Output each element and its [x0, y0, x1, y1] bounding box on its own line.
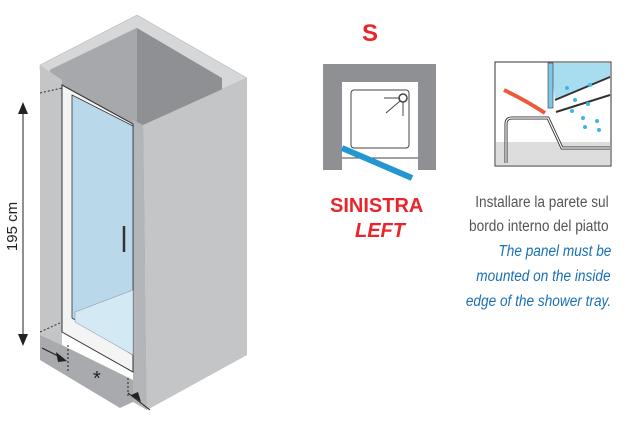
orientation-label-en: LEFT [355, 220, 405, 242]
width-marker: * [93, 368, 101, 390]
right-pillar-front [133, 120, 147, 410]
right-pillar-side [143, 78, 247, 410]
instruction-it-line: Installare la parete sul [475, 194, 609, 211]
instruction-en-line: edge of the shower tray. [465, 293, 611, 310]
left-wall-front [40, 65, 62, 345]
enclosure-3d [18, 14, 248, 411]
floor [40, 335, 133, 408]
orientation-label-it: SINISTRA [330, 195, 424, 217]
instruction-en-line: mounted on the inside [476, 268, 611, 285]
instruction-it-line: bordo interno del piatto [469, 218, 609, 235]
shower-tray [74, 289, 134, 356]
plan-view [323, 64, 436, 181]
orientation-code: S [362, 20, 379, 47]
detail-view [494, 61, 612, 167]
door-panel-plan [340, 145, 414, 181]
instruction-en-line: The panel must be [498, 243, 611, 260]
height-dimension-label: 195 cm [4, 201, 22, 252]
